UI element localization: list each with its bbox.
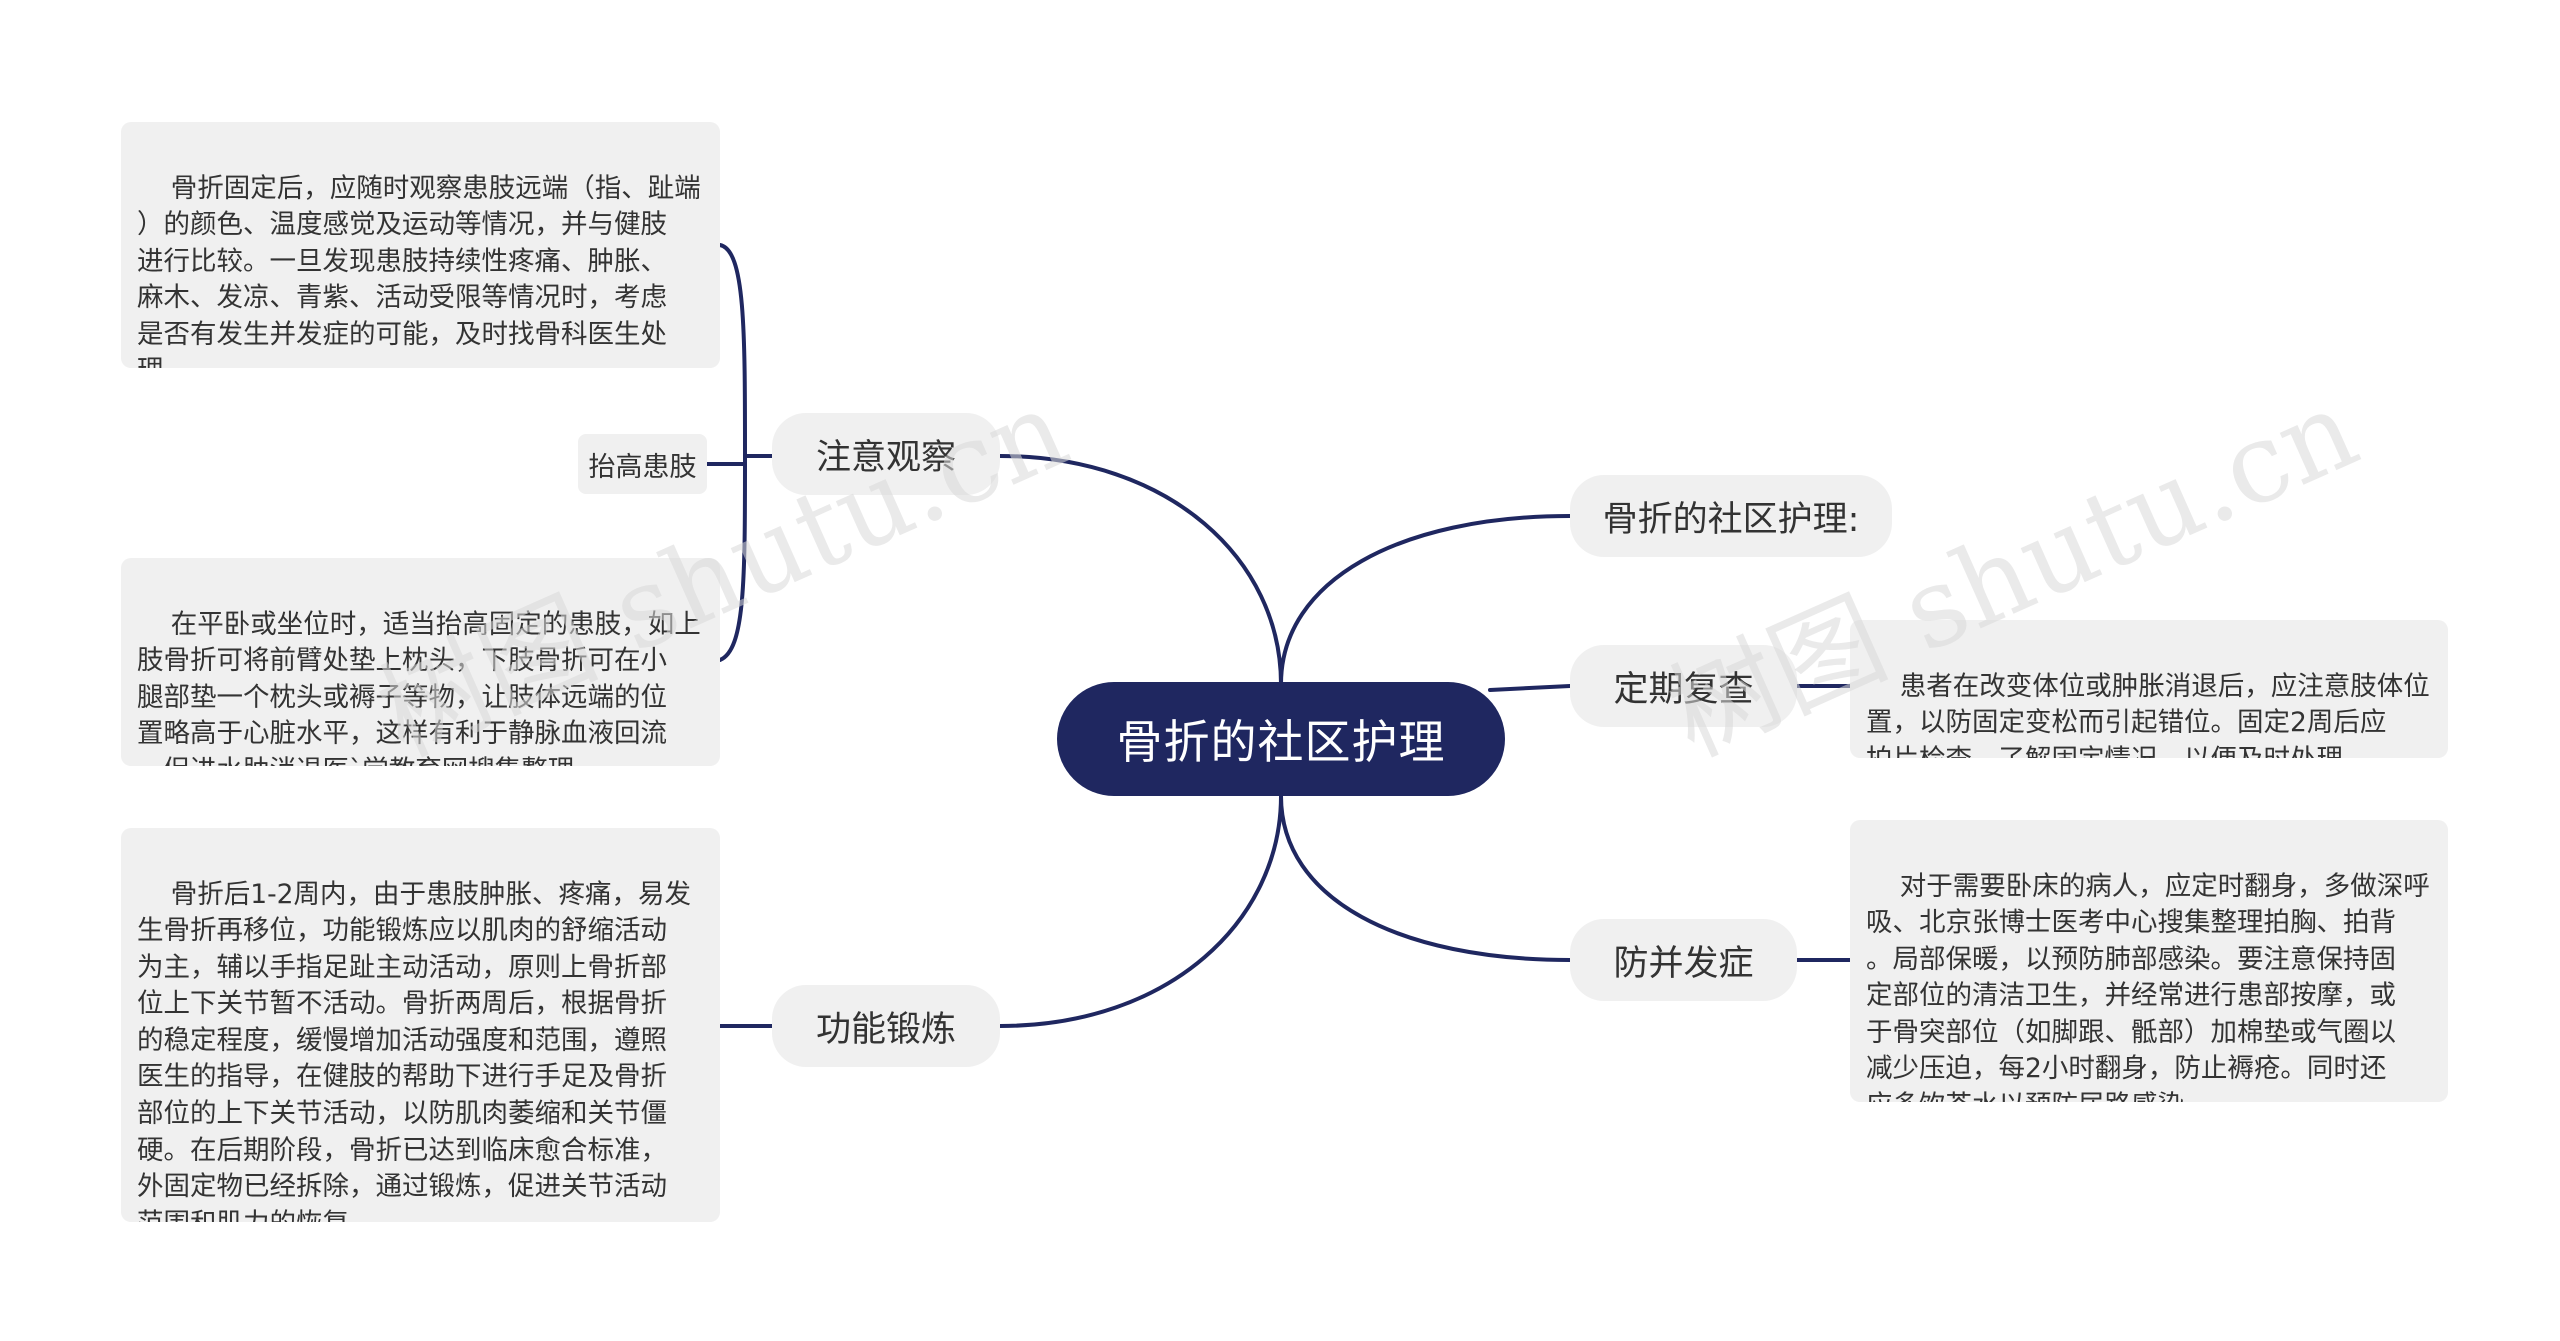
- link-observe-top: [718, 243, 747, 458]
- link-root-title: [1279, 514, 1572, 686]
- root-topic[interactable]: 骨折的社区护理: [1057, 682, 1505, 796]
- branch-exercise-label: 功能锻炼: [815, 1009, 956, 1050]
- note-complication[interactable]: 对于需要卧床的病人，应定时翻身，多做深呼 吸、北京张博士医考中心搜集整理拍胸、拍…: [1850, 820, 2448, 1102]
- branch-observe-label: 注意观察: [815, 437, 956, 478]
- branch-observe[interactable]: 注意观察: [772, 413, 1000, 495]
- link-root-exercise: [998, 794, 1283, 1028]
- branch-elevate[interactable]: 抬高患肢: [578, 434, 707, 494]
- note-elevate-text: 在平卧或坐位时，适当抬高固定的患肢，如上 肢骨折可将前臂处垫上枕头，下肢骨折可在…: [137, 608, 701, 766]
- note-exercise-text: 骨折后1-2周内，由于患肢肿胀、疼痛，易发 生骨折再移位，功能锻炼应以肌肉的舒缩…: [137, 878, 691, 1222]
- note-complication-text: 对于需要卧床的病人，应定时翻身，多做深呼 吸、北京张博士医考中心搜集整理拍胸、拍…: [1866, 870, 2430, 1102]
- link-root-complication: [1279, 794, 1572, 962]
- note-review[interactable]: 患者在改变体位或肿胀消退后，应注意肢体位 置，以防固定变松而引起错位。固定2周后…: [1850, 620, 2448, 758]
- branch-review[interactable]: 定期复查: [1570, 645, 1797, 727]
- link-observe-bottom: [718, 454, 747, 662]
- note-exercise[interactable]: 骨折后1-2周内，由于患肢肿胀、疼痛，易发 生骨折再移位，功能锻炼应以肌肉的舒缩…: [121, 828, 720, 1222]
- note-observe[interactable]: 骨折固定后，应随时观察患肢远端（指、趾端 ）的颜色、温度感觉及运动等情况，并与健…: [121, 122, 720, 368]
- branch-exercise[interactable]: 功能锻炼: [772, 985, 1000, 1067]
- root-topic-label: 骨折的社区护理: [1116, 715, 1446, 769]
- branch-complication-label: 防并发症: [1613, 943, 1754, 984]
- note-observe-text: 骨折固定后，应随时观察患肢远端（指、趾端 ）的颜色、温度感觉及运动等情况，并与健…: [137, 172, 701, 368]
- note-review-text: 患者在改变体位或肿胀消退后，应注意肢体位 置，以防固定变松而引起错位。固定2周后…: [1866, 670, 2430, 758]
- link-root-observe: [998, 454, 1283, 686]
- link-root-review: [1488, 684, 1572, 692]
- note-elevate[interactable]: 在平卧或坐位时，适当抬高固定的患肢，如上 肢骨折可将前臂处垫上枕头，下肢骨折可在…: [121, 558, 720, 766]
- branch-review-label: 定期复查: [1613, 669, 1754, 710]
- branch-elevate-label: 抬高患肢: [588, 451, 697, 483]
- branch-complication[interactable]: 防并发症: [1570, 919, 1797, 1001]
- branch-title-label: 骨折的社区护理:: [1602, 499, 1860, 540]
- branch-title[interactable]: 骨折的社区护理:: [1570, 475, 1892, 557]
